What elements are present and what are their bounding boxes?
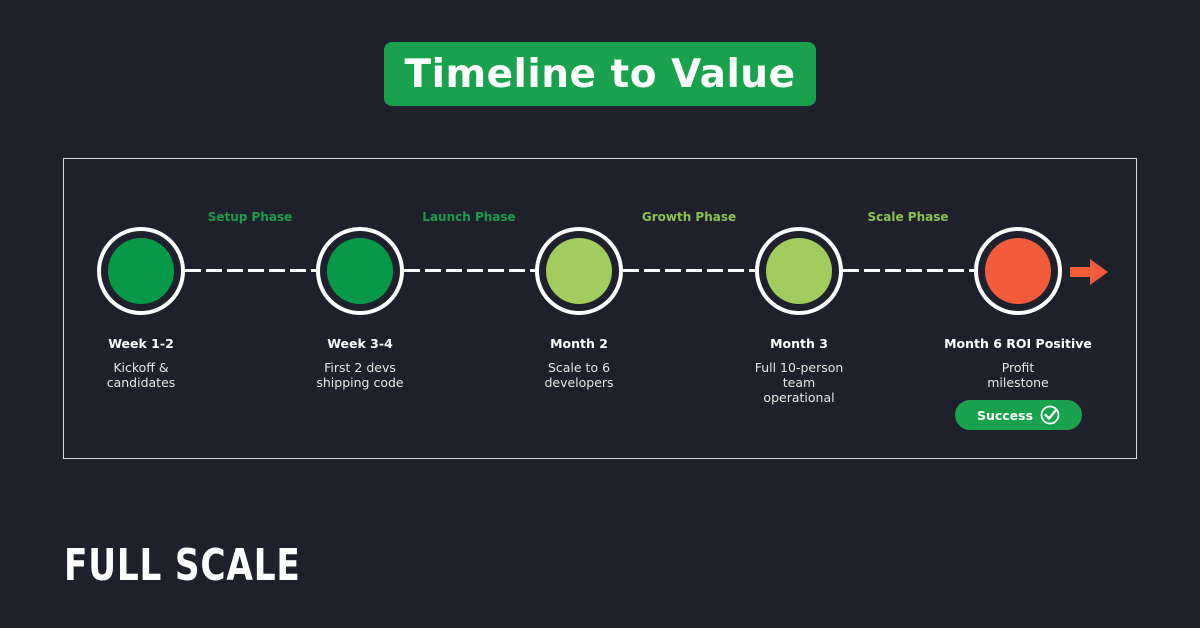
- dashed-connector: [185, 269, 317, 272]
- milestone-node-week-1-2: [97, 227, 185, 315]
- milestone-description: Profit milestone: [987, 360, 1049, 390]
- milestone-title: Week 3-4: [327, 336, 393, 351]
- milestone-month-6: Month 6 ROI Positive Profit milestone: [928, 335, 1108, 390]
- phase-label-setup: Setup Phase: [207, 210, 293, 224]
- phase-label-launch: Launch Phase: [422, 210, 516, 224]
- check-circle-icon: [1040, 405, 1060, 425]
- success-badge: Success: [955, 400, 1082, 430]
- milestone-dot: [108, 238, 174, 304]
- milestone-node-month-3: [755, 227, 843, 315]
- milestone-node-month-2: [535, 227, 623, 315]
- milestone-description: First 2 devs shipping code: [316, 360, 404, 390]
- milestone-description: Full 10-person team operational: [754, 360, 844, 405]
- dashed-connector: [404, 269, 536, 272]
- milestone-dot: [327, 238, 393, 304]
- milestone-week-3-4: Week 3-4 First 2 devs shipping code: [270, 335, 450, 390]
- milestone-dot: [546, 238, 612, 304]
- brand-logo: FULL SCALE: [64, 540, 301, 591]
- milestone-description: Kickoff & candidates: [106, 360, 176, 390]
- milestone-title: Month 2: [550, 336, 608, 351]
- milestone-dot: [985, 238, 1051, 304]
- milestone-week-1-2: Week 1-2 Kickoff & candidates: [51, 335, 231, 390]
- milestone-dot: [766, 238, 832, 304]
- title-badge: Timeline to Value: [384, 42, 816, 106]
- phase-label-scale: Scale Phase: [867, 210, 949, 224]
- dashed-connector: [843, 269, 975, 272]
- page-title: Timeline to Value: [404, 51, 796, 97]
- milestone-month-2: Month 2 Scale to 6 developers: [489, 335, 669, 390]
- milestone-description: Scale to 6 developers: [544, 360, 614, 390]
- milestone-node-month-6: [974, 227, 1062, 315]
- dashed-connector: [623, 269, 755, 272]
- milestone-month-3: Month 3 Full 10-person team operational: [709, 335, 889, 405]
- milestone-title: Week 1-2: [108, 336, 174, 351]
- milestone-node-week-3-4: [316, 227, 404, 315]
- timeline-panel: [63, 158, 1137, 459]
- milestone-title: Month 6 ROI Positive: [944, 336, 1092, 351]
- phase-label-growth: Growth Phase: [641, 210, 737, 224]
- success-label: Success: [976, 407, 1034, 423]
- arrow-right-icon: [1070, 259, 1108, 285]
- milestone-title: Month 3: [770, 336, 828, 351]
